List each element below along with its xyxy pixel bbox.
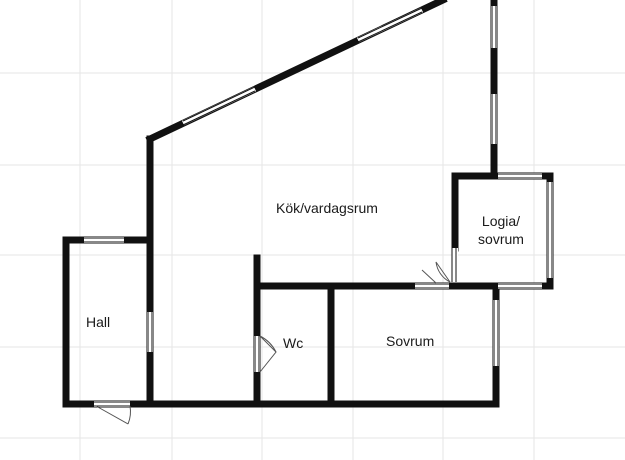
room-label-logia-line1: Logia/ (481, 213, 521, 229)
room-label-sovrum: Sovrum (386, 333, 435, 349)
room-label-logia-line2: sovrum (478, 231, 524, 247)
door-wc (254, 335, 277, 373)
room-label-wc: Wc (283, 335, 304, 351)
room-label-hall: Hall (86, 314, 111, 330)
windows (84, 6, 553, 366)
room-label-kok-vardagsrum: Kök/vardagsrum (276, 200, 378, 216)
window-north-1 (181, 86, 257, 126)
opening-hall-kitchen (147, 312, 153, 352)
window-north-2 (356, 7, 424, 43)
door-logia (415, 248, 458, 289)
doors (94, 248, 458, 425)
door-entrance (94, 401, 131, 425)
window-sovrum-east (493, 300, 499, 366)
window-hall-top (84, 237, 124, 243)
opening-logia-bottom (498, 283, 542, 289)
window-logia-top (498, 173, 542, 179)
window-logia-right (547, 182, 553, 278)
window-east-upper (491, 6, 497, 144)
